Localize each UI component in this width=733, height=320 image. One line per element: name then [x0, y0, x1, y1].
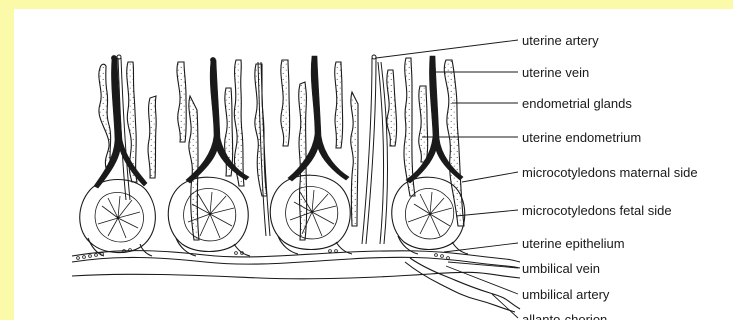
uterine-arteries-group	[117, 55, 388, 244]
label-umbilical-artery: umbilical artery	[522, 287, 610, 302]
label-endometrial-glands: endometrial glands	[522, 96, 632, 111]
label-umbilical-vein: umbilical vein	[522, 261, 600, 276]
label-microcotyledons-maternal-side: microcotyledons maternal side	[522, 165, 698, 180]
microcotyledon-3	[270, 175, 352, 254]
microcotyledon-1	[80, 180, 156, 257]
allanto-chorion-layer	[72, 258, 520, 312]
label-uterine-endometrium: uterine endometrium	[522, 130, 641, 145]
label-microcotyledons-fetal-side: microcotyledons fetal side	[522, 203, 672, 218]
label-uterine-vein: uterine vein	[522, 65, 589, 80]
label-uterine-epithelium: uterine epithelium	[522, 236, 625, 251]
labels: uterine artery uterine vein endometrial …	[522, 33, 698, 320]
label-uterine-artery: uterine artery	[522, 33, 599, 48]
microcotyledon-2	[168, 177, 250, 256]
label-allanto-chorion: allanto-chorion	[522, 312, 607, 320]
endometrial-glands-group	[99, 58, 464, 240]
